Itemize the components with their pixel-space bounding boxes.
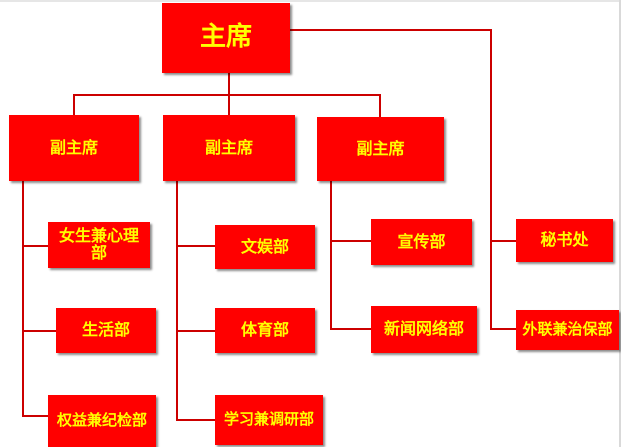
- dept-box: 女生兼心理部: [48, 222, 150, 268]
- connector-line: [330, 328, 371, 330]
- dept-label: 外联兼治保部: [522, 320, 613, 339]
- connector-line: [22, 415, 48, 417]
- connector-line: [379, 94, 381, 117]
- chairman-box: 主席: [162, 3, 290, 73]
- dept-label: 文娱部: [240, 236, 289, 256]
- dept-box: 秘书处: [516, 219, 613, 262]
- right-border: [619, 0, 621, 447]
- dept-label: 宣传部: [397, 231, 446, 251]
- connector-line: [73, 94, 381, 96]
- dept-label: 学习兼调研部: [223, 410, 314, 429]
- connector-line: [73, 94, 75, 116]
- top-border: [0, 0, 621, 2]
- connector-line: [176, 245, 215, 247]
- connector-line: [490, 328, 519, 330]
- connector-line: [330, 181, 332, 330]
- vice-chair-box-2: 副主席: [163, 115, 295, 181]
- dept-label: 女生兼心理部: [58, 226, 139, 262]
- dept-label: 秘书处: [540, 230, 589, 250]
- connector-line: [176, 180, 178, 421]
- dept-box: 权益兼纪检部: [48, 395, 156, 447]
- connector-line: [228, 73, 230, 95]
- dept-box: 文娱部: [215, 225, 315, 269]
- dept-box: 学习兼调研部: [215, 395, 323, 445]
- dept-box: 外联兼治保部: [516, 310, 619, 350]
- connector-line: [228, 94, 230, 116]
- dept-label: 体育部: [240, 320, 289, 340]
- connector-line: [290, 29, 492, 31]
- dept-box: 生活部: [56, 308, 156, 353]
- connector-line: [330, 240, 371, 242]
- connector-line: [22, 245, 48, 247]
- vice-chair-label: 副主席: [356, 138, 405, 158]
- vice-chair-box-3: 副主席: [317, 117, 444, 181]
- dept-label: 权益兼纪检部: [56, 411, 147, 430]
- dept-label: 新闻网络部: [383, 319, 464, 339]
- dept-box: 新闻网络部: [371, 306, 477, 353]
- connector-line: [490, 240, 516, 242]
- connector-line: [22, 180, 24, 417]
- connector-line: [22, 330, 56, 332]
- connector-line: [490, 29, 492, 330]
- vice-chair-box-1: 副主席: [9, 115, 139, 181]
- connector-line: [176, 419, 215, 421]
- vice-chair-label: 副主席: [204, 137, 253, 157]
- chairman-label: 主席: [199, 22, 252, 53]
- vice-chair-label: 副主席: [49, 137, 98, 157]
- dept-label: 生活部: [81, 320, 130, 340]
- dept-box: 宣传部: [371, 219, 472, 265]
- connector-line: [176, 330, 215, 332]
- dept-box: 体育部: [215, 308, 315, 353]
